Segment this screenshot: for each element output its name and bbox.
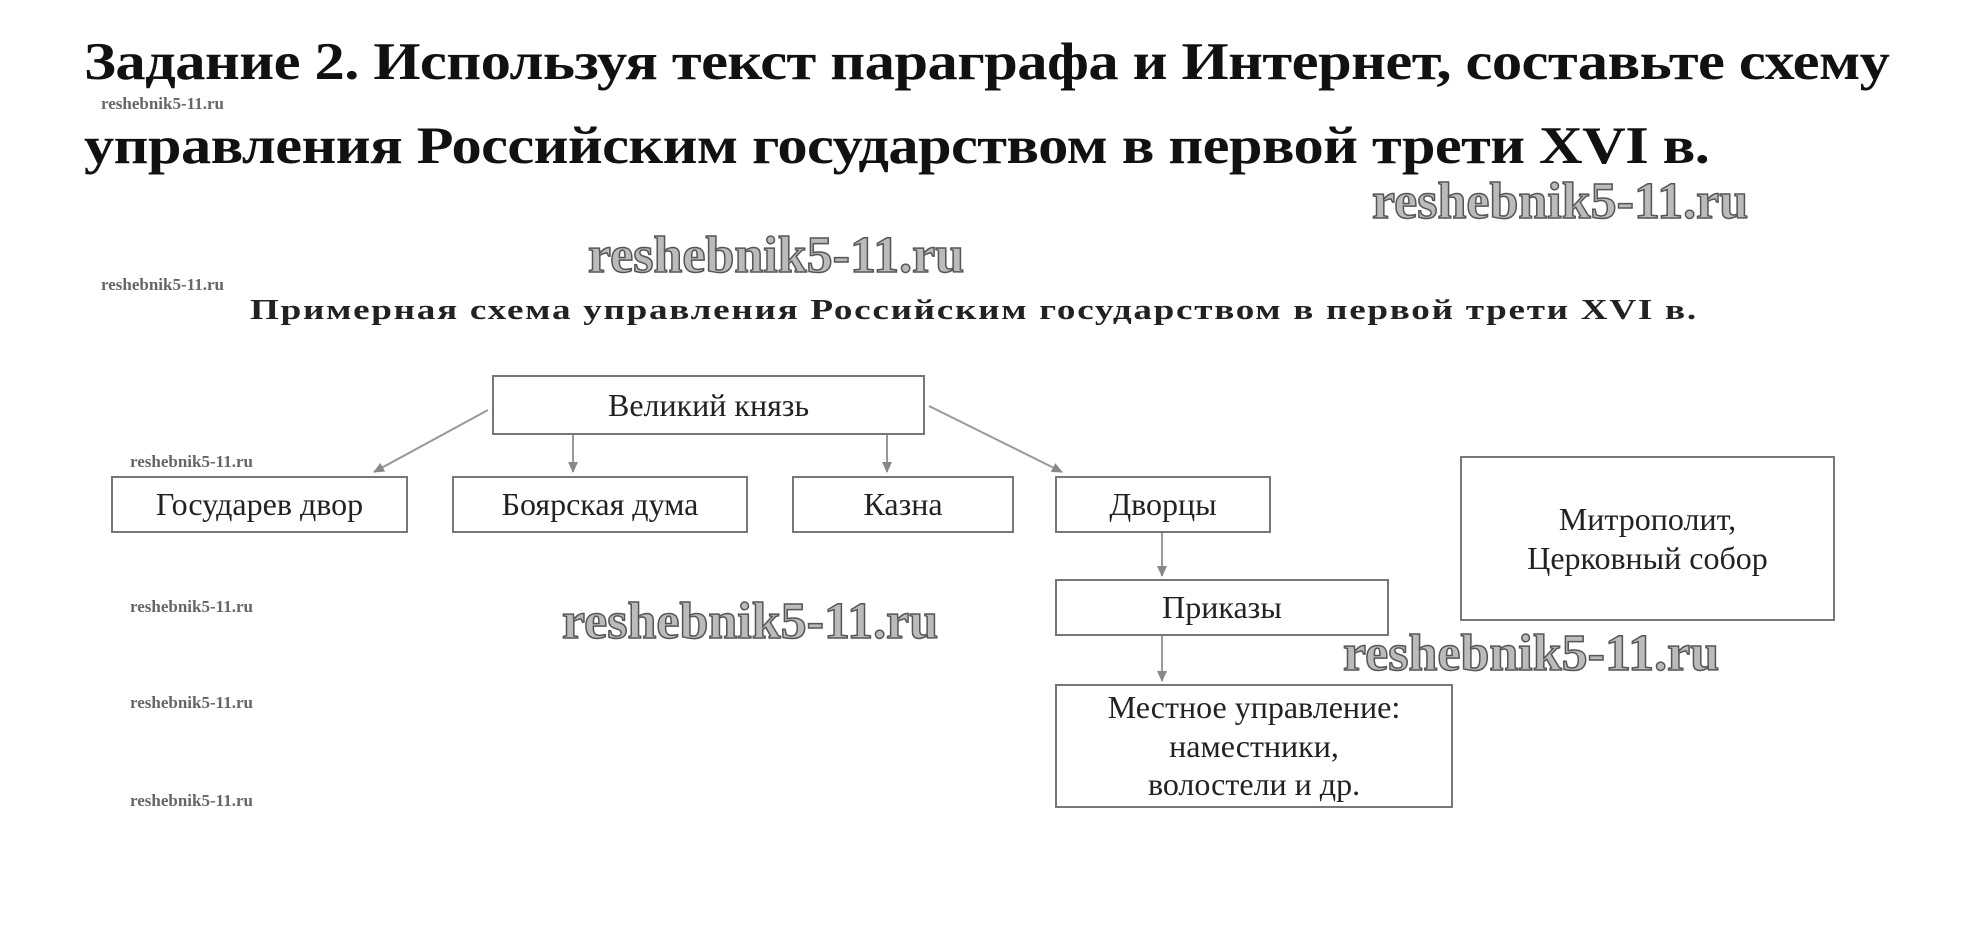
watermark: reshebnik5-11.ru [1371,173,1749,230]
box-gosudarev-dvor: Государев двор [111,476,408,533]
scheme-title: Примерная схема управления Российским го… [250,295,1698,326]
local-line1: Местное управление: [1107,689,1401,726]
watermark: reshebnik5-11.ru [101,275,224,294]
box-local-government: Местное управление: наместники, волостел… [1055,684,1453,808]
task-title-line2: управления Российским государством в пер… [84,117,1710,175]
local-line3: волостели и др. [1147,766,1361,803]
arrow-to-gosudarev-dvor [373,409,489,473]
watermark: reshebnik5-11.ru [561,593,939,650]
box-church: Митрополит, Церковный собор [1460,456,1835,621]
watermark: reshebnik5-11.ru [1342,625,1720,682]
box-kazna: Казна [792,476,1014,533]
box-boyarskaya-duma: Боярская дума [452,476,748,533]
church-line2: Церковный собор [1527,539,1768,576]
box-velikiy-knyaz: Великий князь [492,375,925,435]
watermark: reshebnik5-11.ru [130,452,253,471]
watermark: reshebnik5-11.ru [130,791,253,810]
arrow-to-dvortsy [928,405,1063,473]
watermark: reshebnik5-11.ru [101,94,224,113]
box-prikazy: Приказы [1055,579,1389,636]
local-line2: наместники, [1169,727,1339,764]
watermark: reshebnik5-11.ru [587,227,965,284]
watermark: reshebnik5-11.ru [130,693,253,712]
box-dvortsy: Дворцы [1055,476,1271,533]
church-line1: Митрополит, [1558,501,1737,538]
watermark: reshebnik5-11.ru [130,597,253,616]
task-title-line1: Задание 2. Используя текст параграфа и И… [84,33,1890,91]
